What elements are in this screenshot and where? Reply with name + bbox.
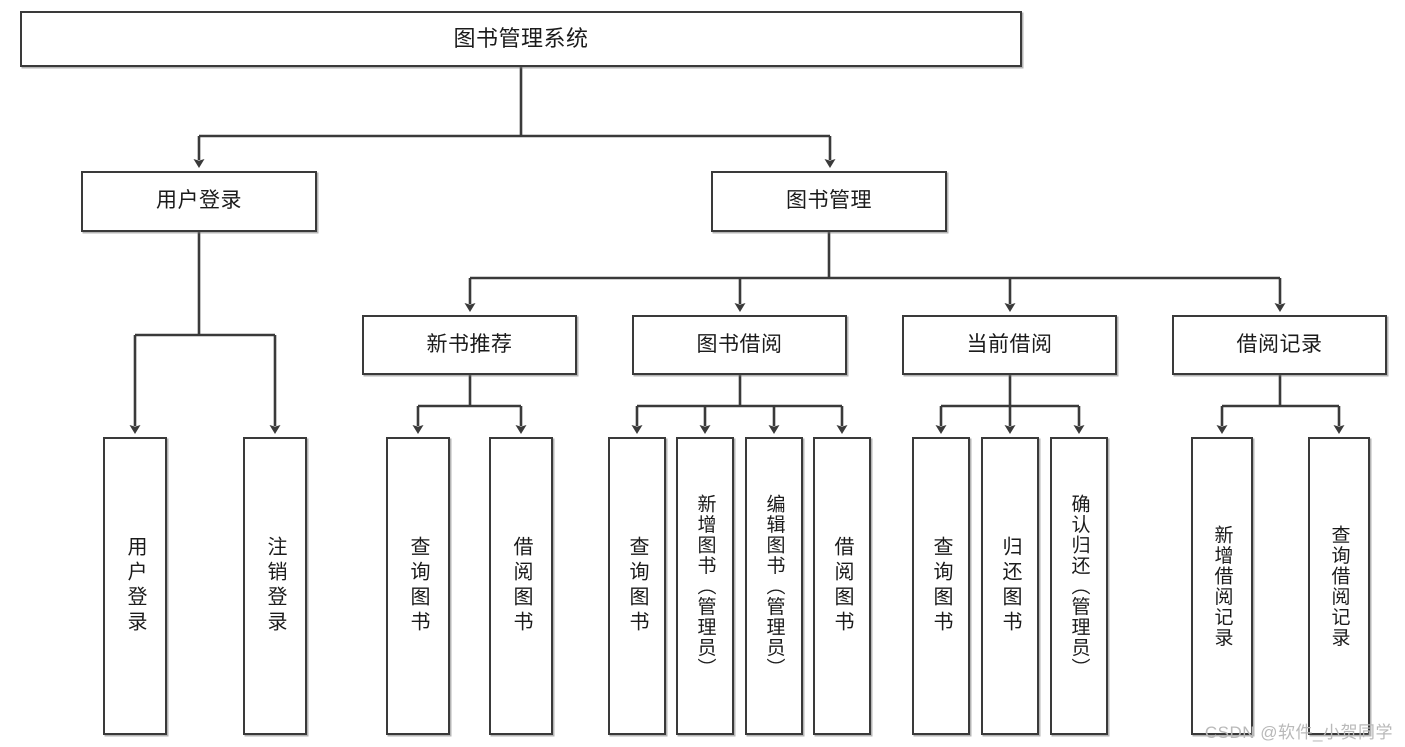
node-borrow-record-label: 借阅记录: [1236, 332, 1323, 356]
leaf-query-record[interactable]: 查询借阅记录: [1308, 437, 1370, 735]
leaf-add-book-label: 新增图书（管理员）: [694, 493, 716, 679]
node-borrow-record[interactable]: 借阅记录: [1172, 315, 1387, 375]
leaf-user-login-label: 用户登录: [124, 536, 146, 636]
leaf-add-record[interactable]: 新增借阅记录: [1191, 437, 1253, 735]
node-root-label: 图书管理系统: [453, 26, 589, 52]
node-new-book-rec[interactable]: 新书推荐: [362, 315, 577, 375]
leaf-query-book-3[interactable]: 查询图书: [912, 437, 970, 735]
node-user-login-label: 用户登录: [156, 189, 242, 213]
node-book-borrow[interactable]: 图书借阅: [632, 315, 847, 375]
leaf-add-book[interactable]: 新增图书（管理员）: [676, 437, 734, 735]
node-new-book-rec-label: 新书推荐: [426, 332, 513, 356]
leaf-query-book-2[interactable]: 查询图书: [608, 437, 666, 735]
leaf-borrow-book-2-label: 借阅图书: [831, 536, 853, 636]
leaf-confirm-return-label: 确认归还（管理员）: [1068, 493, 1090, 679]
node-user-login[interactable]: 用户登录: [81, 171, 317, 232]
node-book-manage[interactable]: 图书管理: [711, 171, 947, 232]
watermark: CSDN @软件_小贺同学: [1204, 723, 1393, 742]
leaf-query-record-label: 查询借阅记录: [1328, 524, 1350, 648]
leaf-return-book-label: 归还图书: [999, 536, 1021, 636]
leaf-borrow-book-1-label: 借阅图书: [510, 536, 532, 636]
node-current-borrow-label: 当前借阅: [966, 332, 1053, 356]
leaf-edit-book-label: 编辑图书（管理员）: [763, 493, 785, 679]
leaf-borrow-book-1[interactable]: 借阅图书: [489, 437, 553, 735]
node-book-manage-label: 图书管理: [786, 189, 872, 213]
leaf-return-book[interactable]: 归还图书: [981, 437, 1039, 735]
node-book-borrow-label: 图书借阅: [696, 332, 783, 356]
leaf-query-book-1[interactable]: 查询图书: [386, 437, 450, 735]
leaf-edit-book[interactable]: 编辑图书（管理员）: [745, 437, 803, 735]
node-current-borrow[interactable]: 当前借阅: [902, 315, 1117, 375]
leaf-query-book-2-label: 查询图书: [626, 536, 648, 636]
leaf-query-book-1-label: 查询图书: [407, 536, 429, 636]
leaf-user-logout-label: 注销登录: [264, 536, 286, 636]
leaf-query-book-3-label: 查询图书: [930, 536, 952, 636]
node-root[interactable]: 图书管理系统: [20, 11, 1022, 67]
leaf-add-record-label: 新增借阅记录: [1211, 524, 1233, 648]
leaf-user-login[interactable]: 用户登录: [103, 437, 167, 735]
leaf-borrow-book-2[interactable]: 借阅图书: [813, 437, 871, 735]
leaf-confirm-return[interactable]: 确认归还（管理员）: [1050, 437, 1108, 735]
leaf-user-logout[interactable]: 注销登录: [243, 437, 307, 735]
